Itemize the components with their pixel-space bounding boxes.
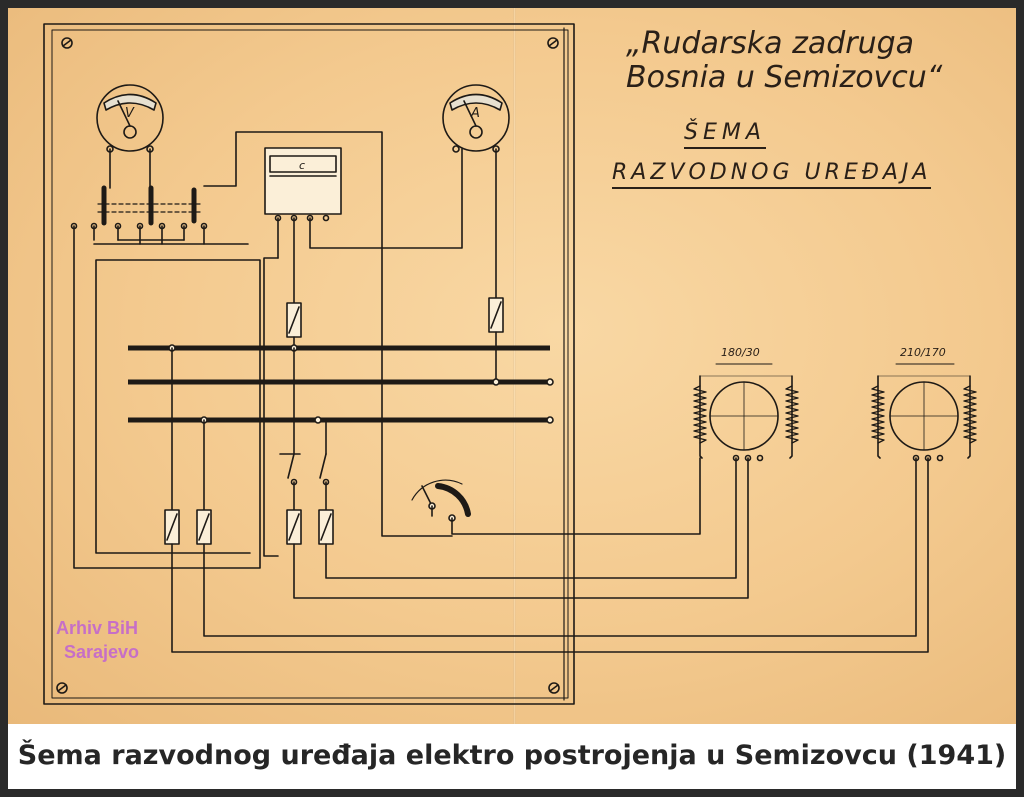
archive-watermark-line-1: Arhiv BiH (56, 618, 139, 638)
meter-box-icon (264, 147, 342, 215)
paper-fold (513, 8, 516, 724)
panel-inner-border (51, 29, 569, 699)
fuse-2 (196, 509, 212, 545)
archive-watermark-line-2: Sarajevo (64, 642, 140, 662)
screw-bottom-right (548, 682, 560, 694)
fuse-4 (318, 509, 334, 545)
knife-switch (279, 453, 330, 511)
ammeter-icon (442, 84, 510, 153)
voltmeter-letter: V (125, 106, 135, 121)
image-caption: Šema razvodnog uređaja elektro postrojen… (17, 740, 1007, 771)
organization-name-line-1: „Rudarska zadruga (626, 26, 915, 61)
rheostat-icon (411, 479, 471, 522)
screw-bottom-left (56, 682, 68, 694)
schematic-paper: V A c „Rudarska zadruga Bosnia u Semizov… (8, 8, 1016, 724)
fuse-meter (286, 302, 302, 338)
generator-2-icon (871, 363, 977, 462)
generator-2-label: 210/170 (900, 346, 946, 359)
busbars (128, 345, 550, 423)
screw-top-left (61, 37, 73, 49)
voltmeter-icon (96, 84, 164, 153)
generator-1-label: 180/30 (721, 346, 760, 359)
fuse-ammeter (488, 297, 504, 333)
meter-letter: c (299, 159, 305, 172)
fuse-3 (286, 509, 302, 545)
diagram-title-line-1: ŠEMA (684, 120, 766, 149)
ammeter-letter: A (470, 106, 480, 121)
fuse-1 (164, 509, 180, 545)
diagram-title-line-2: RAZVODNOG UREĐAJA (612, 160, 932, 189)
switch-terminals (70, 222, 249, 245)
circuit-schematic: V A c (43, 23, 977, 705)
screw-top-right (547, 37, 559, 49)
voltmeter-selector-switch (97, 185, 201, 226)
panel-outer-border (43, 23, 575, 705)
generator-1-icon (693, 363, 799, 462)
organization-name-line-2: Bosnia u Semizovcu“ (626, 60, 943, 95)
